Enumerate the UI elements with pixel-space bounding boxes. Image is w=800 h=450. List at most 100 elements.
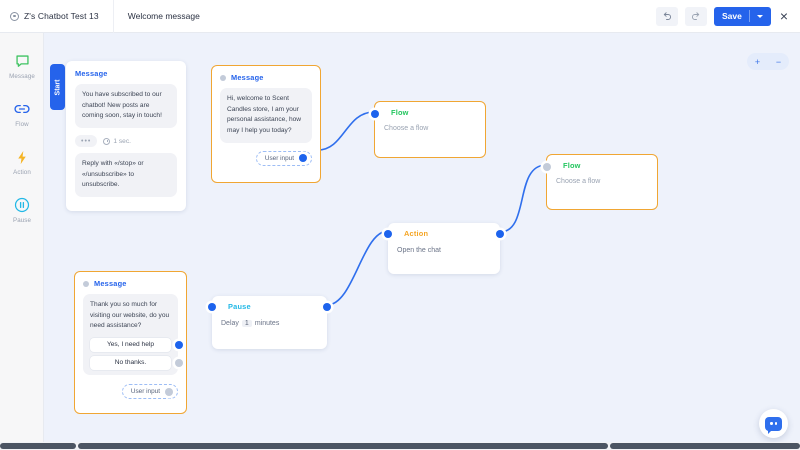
node-title: Flow — [563, 161, 581, 170]
node-header: Action — [397, 229, 491, 238]
message-bubble-text: Thank you so much for visiting our websi… — [90, 301, 170, 330]
header-right: Save × — [655, 6, 800, 26]
user-input-chip[interactable]: User input — [121, 384, 178, 400]
message-bubble-with-replies: Thank you so much for visiting our websi… — [83, 294, 183, 376]
quick-reply-button-yes[interactable]: Yes, I need help — [90, 338, 183, 353]
connector-pause-to-action — [326, 230, 389, 306]
delay-prefix-label: Delay — [221, 320, 239, 327]
start-badge-label: Start — [54, 79, 62, 95]
quick-reply-button-no[interactable]: No thanks. — [90, 356, 183, 371]
save-button[interactable]: Save — [713, 6, 771, 26]
input-port-dot[interactable] — [220, 74, 226, 81]
message-bubble-text: Hi, welcome to Scent Candles store, I am… — [220, 88, 312, 143]
node-flow-right[interactable]: Flow Choose a flow — [543, 154, 658, 210]
sidebar-item-flow-label: Flow — [15, 121, 29, 128]
redo-arrow-icon — [691, 12, 700, 20]
output-port-dot[interactable] — [175, 359, 183, 368]
scrollbar-track-left[interactable] — [0, 443, 76, 449]
sidebar-item-action[interactable]: Action — [0, 138, 44, 186]
input-port-dot[interactable] — [543, 163, 551, 171]
page-title: Z's Chatbot Test 13 — [24, 11, 99, 21]
node-header: Message — [220, 73, 312, 82]
tab-welcome-message[interactable]: Welcome message — [127, 11, 200, 21]
node-title: Message — [94, 279, 127, 288]
node-action-open-chat[interactable]: Action Open the chat — [384, 223, 504, 274]
node-header: Flow — [384, 108, 476, 117]
user-input-row: User input — [220, 150, 312, 166]
dot — [770, 422, 773, 425]
node-header: Message — [83, 279, 178, 288]
zoom-controls: + − — [747, 53, 789, 70]
delay-value-input[interactable]: 1 — [241, 320, 252, 327]
message-bubble-icon — [13, 52, 31, 70]
node-title: Flow — [391, 108, 409, 117]
message-bubble-text-secondary: Reply with «/stop» or «/unsubscribe» to … — [75, 153, 177, 198]
redo-button[interactable] — [684, 6, 707, 26]
sidebar-item-message[interactable]: Message — [0, 42, 44, 90]
dot — [774, 422, 777, 425]
zoom-out-button[interactable]: − — [775, 56, 782, 67]
node-start-message[interactable]: Message You have subscribed to our chatb… — [66, 61, 186, 211]
horizontal-scrollbar[interactable] — [0, 442, 800, 450]
node-title: Message — [75, 69, 108, 78]
flow-canvas[interactable]: Start Message You have subscribed to our… — [44, 33, 800, 442]
typing-delay-row: ••• 1 sec. — [75, 135, 177, 148]
clock-icon — [103, 137, 111, 145]
start-badge: Start — [50, 64, 65, 110]
app-header: Z's Chatbot Test 13 Welcome message Save — [0, 0, 800, 33]
delay-chip: 1 sec. — [103, 137, 131, 145]
output-port-dot[interactable] — [496, 230, 504, 238]
connector-action-to-flow-right — [499, 164, 547, 233]
close-button[interactable]: × — [779, 8, 788, 24]
sidebar-item-pause[interactable]: Pause — [0, 186, 44, 234]
chevron-down-icon[interactable] — [756, 14, 763, 18]
delay-chip-label: 1 sec. — [113, 137, 131, 145]
chat-widget-button[interactable] — [759, 409, 788, 438]
save-button-label: Save — [721, 11, 742, 21]
sidebar-item-flow[interactable]: Flow — [0, 90, 44, 138]
chat-bubble-icon — [765, 416, 782, 434]
user-input-label: User input — [130, 388, 160, 396]
node-flow-top[interactable]: Flow Choose a flow — [371, 101, 486, 158]
output-port-dot[interactable] — [165, 387, 173, 396]
save-divider — [748, 10, 750, 22]
quick-reply-label: Yes, I need help — [106, 340, 155, 348]
scrollbar-thumb[interactable] — [78, 443, 608, 449]
flow-placeholder[interactable]: Choose a flow — [384, 125, 429, 132]
undo-button[interactable] — [655, 6, 678, 26]
pause-circle-icon — [13, 196, 31, 214]
node-title: Pause — [228, 302, 251, 311]
typing-indicator-chip: ••• — [75, 135, 98, 148]
action-description: Open the chat — [397, 247, 441, 254]
input-port-dot[interactable] — [208, 303, 216, 311]
header-left: Z's Chatbot Test 13 Welcome message — [0, 0, 214, 33]
user-input-label: User input — [264, 154, 294, 162]
node-pause-delay[interactable]: Pause Delay 1 minutes — [208, 296, 331, 349]
user-input-row: User input — [83, 384, 178, 400]
output-port-dot[interactable] — [323, 303, 331, 311]
sidebar-item-message-label: Message — [9, 73, 35, 80]
zoom-in-button[interactable]: + — [754, 56, 761, 67]
sidebar-item-action-label: Action — [13, 169, 31, 176]
node-header: Flow — [556, 161, 648, 170]
output-port-dot[interactable] — [175, 341, 183, 350]
output-port-dot[interactable] — [299, 154, 307, 163]
quick-reply-label: No thanks. — [114, 358, 147, 366]
input-port-dot[interactable] — [83, 280, 89, 287]
node-assistance-message[interactable]: Message Thank you so much for visiting o… — [74, 271, 187, 414]
project-title-group[interactable]: Z's Chatbot Test 13 — [0, 0, 114, 33]
connector-welcome-to-flow-top — [317, 111, 375, 151]
delay-suffix-label: minutes — [254, 320, 280, 327]
undo-arrow-icon — [663, 12, 671, 20]
scrollbar-track-right[interactable] — [610, 443, 800, 449]
input-port-dot[interactable] — [371, 110, 379, 118]
user-input-chip[interactable]: User input — [255, 150, 312, 166]
flow-placeholder[interactable]: Choose a flow — [556, 178, 601, 185]
message-bubble-text: You have subscribed to our chatbot! New … — [75, 84, 177, 129]
input-port-dot[interactable] — [384, 230, 392, 238]
node-welcome-message[interactable]: Message Hi, welcome to Scent Candles sto… — [211, 65, 321, 183]
node-header: Pause — [221, 302, 318, 311]
node-title: Action — [404, 229, 429, 238]
delay-row: Delay 1 minutes — [221, 320, 318, 327]
